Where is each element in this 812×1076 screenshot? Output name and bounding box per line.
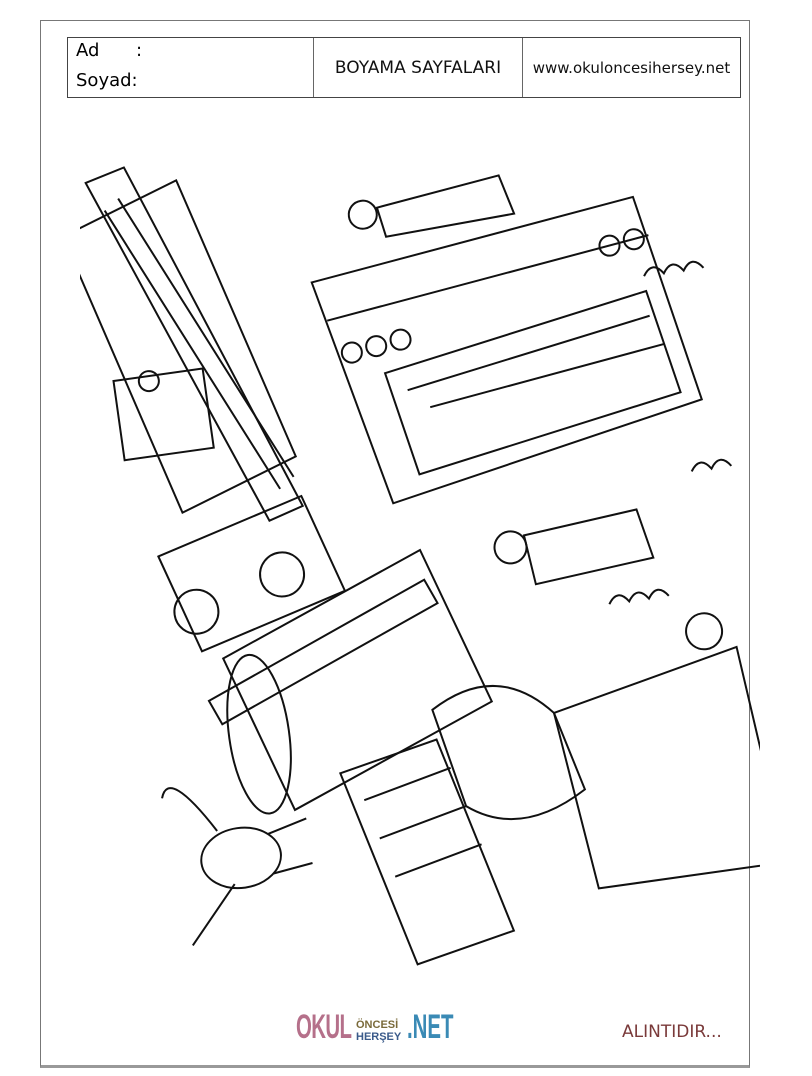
page-frame: [40, 20, 750, 1068]
source-note: ALINTIDIR...: [622, 1022, 722, 1042]
fire-truck-top: [80, 166, 305, 522]
fire-truck-bottom: [338, 738, 516, 966]
name-cell: Ad : Soyad:: [68, 38, 314, 97]
fire-truck-main: [310, 195, 704, 505]
firefighter-large: [431, 612, 760, 890]
water-tank: [207, 548, 494, 815]
footer-logo: OKUL ÖNCESİ HERŞEY .NET: [296, 1008, 485, 1047]
helicopter: [161, 787, 313, 947]
website-cell: www.okuloncesihersey.net: [532, 58, 731, 77]
logo-middle: ÖNCESİ HERŞEY: [356, 1019, 401, 1043]
firefighter-middle: [493, 508, 655, 586]
header-table: Ad : Soyad: BOYAMA SAYFALARI www.okulonc…: [67, 37, 741, 98]
name-colon: :: [136, 40, 143, 61]
logo-hersey: HERŞEY: [356, 1031, 402, 1043]
name-label: Ad: [76, 40, 100, 61]
title-cell: BOYAMA SAYFALARI: [314, 38, 523, 97]
logo-oncesi: ÖNCESİ: [356, 1019, 399, 1031]
firefighter-top: [347, 174, 516, 238]
logo-okul: OKUL: [296, 1008, 352, 1046]
logo-net: .NET: [407, 1008, 454, 1046]
coloring-illustration: [80, 166, 760, 966]
bushes: [608, 260, 733, 605]
small-vehicle: [157, 494, 347, 653]
surname-label: Soyad:: [76, 70, 138, 91]
